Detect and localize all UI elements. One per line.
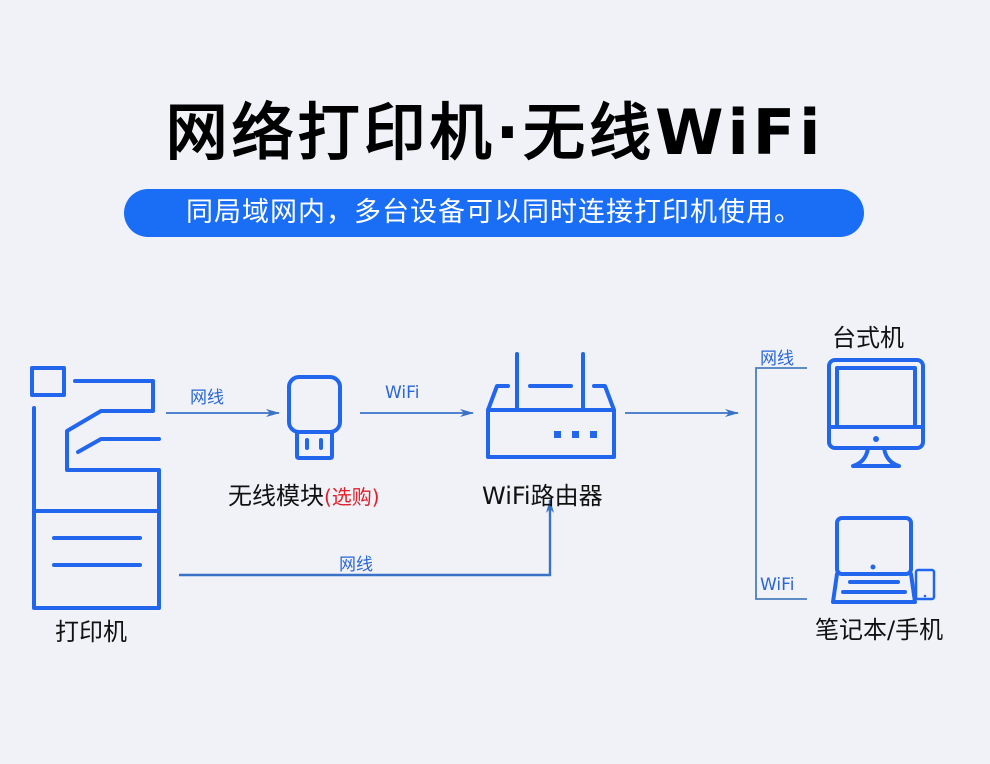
printer-label: 打印机 (55, 618, 127, 646)
desktop-label: 台式机 (832, 324, 904, 352)
router-icon (486, 352, 616, 459)
conn-label-router-laptop: WiFi (760, 575, 795, 595)
line-printer-to-router (179, 499, 554, 577)
conn-label-module-router: WiFi (385, 383, 420, 403)
router-label: WiFi路由器 (482, 482, 603, 510)
desktop-icon (827, 358, 925, 468)
printer-icon (30, 366, 161, 610)
module-label: 无线模块(选购) (228, 476, 380, 511)
connection-lines (166, 367, 807, 600)
subtitle-banner: 同局域网内，多台设备可以同时连接打印机使用。 (124, 189, 864, 237)
usb-wifi-module-icon (287, 375, 342, 460)
module-label-text: 无线模块 (228, 482, 324, 510)
page-title: 网络打印机·无线WiFi (165, 96, 825, 169)
conn-label-printer-module: 网线 (190, 388, 224, 408)
line-to-desktop (755, 367, 807, 600)
conn-label-router-desktop: 网线 (760, 349, 794, 369)
laptop-phone-label: 笔记本/手机 (815, 616, 944, 644)
conn-label-printer-router: 网线 (339, 555, 373, 575)
module-optional-note: (选购) (324, 485, 380, 509)
laptop-phone-icon (831, 516, 936, 604)
